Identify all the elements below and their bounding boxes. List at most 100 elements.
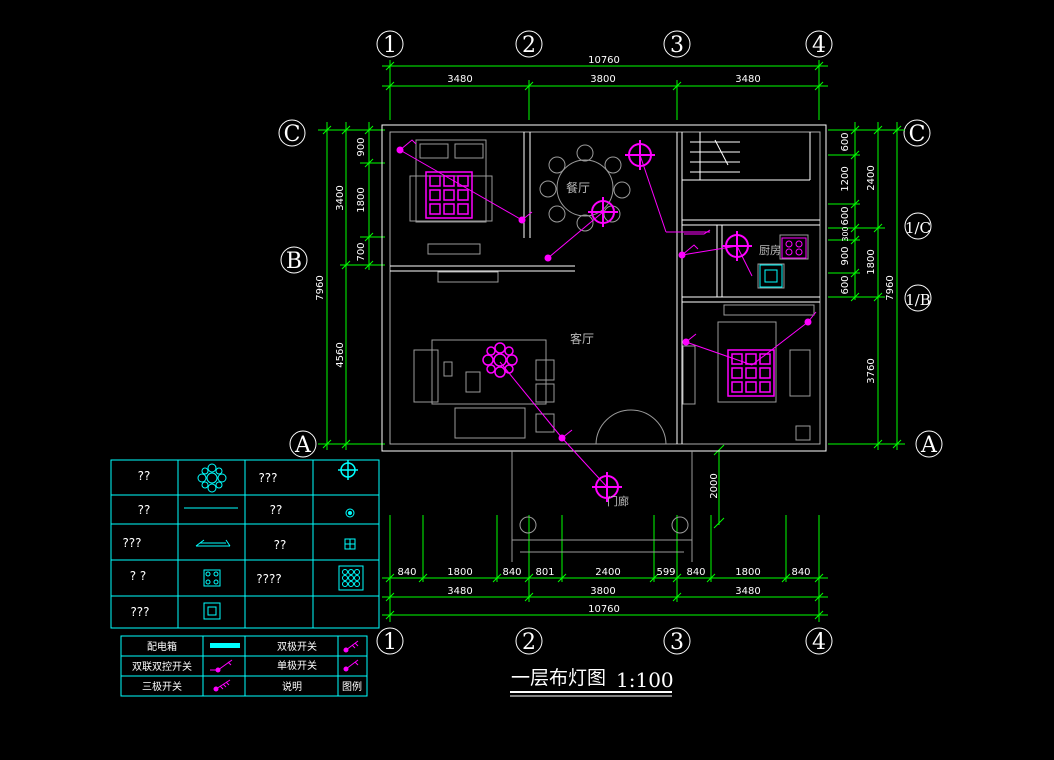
light-fixtures [425, 140, 807, 502]
ceiling-light-icon [722, 231, 752, 261]
dim-right-inner-4: 300 [841, 226, 850, 241]
legend-four-light-icon [203, 569, 221, 587]
legend-cell-r2c1: ?? [138, 503, 151, 517]
dim-bottom-7: 840 [686, 567, 705, 578]
dimensions-left [318, 122, 385, 450]
legend-ceiling-light-icon [338, 460, 358, 480]
square-light-icon [759, 264, 783, 288]
dim-left-total: 7960 [315, 275, 326, 300]
legend-cell-r5c1: ??? [130, 605, 149, 619]
dim-right-inner-2: 1200 [840, 166, 851, 191]
legend-table-2 [120, 635, 368, 697]
legend-cell-r4c3: ???? [256, 572, 281, 586]
dim-bottom-span-3: 3480 [735, 586, 760, 597]
axis-bottom-3: 3 [670, 630, 684, 655]
legend-cell-r1c3: ??? [258, 471, 277, 485]
dim-bottom-span-1: 3480 [447, 586, 472, 597]
dim-bottom-2: 1800 [447, 567, 472, 578]
axis-top-3: 3 [670, 33, 684, 58]
dim-bottom-9: 840 [791, 567, 810, 578]
dim-top-span-2: 3800 [590, 74, 615, 85]
dim-bottom-1: 840 [397, 567, 416, 578]
axis-top-1: 1 [383, 33, 397, 58]
dim-right-mid-3: 3760 [866, 358, 877, 383]
legend-small-light-icon [345, 508, 355, 518]
grid-light-icon [727, 349, 775, 397]
lighting-wiring [396, 146, 812, 488]
axis-left-C: C [284, 122, 301, 147]
legend2-icons [210, 640, 359, 692]
legend-cell-r3c3: ?? [274, 538, 287, 552]
axis-top-4: 4 [812, 33, 826, 58]
axis-left-A: A [294, 433, 312, 458]
legend2-distribution-box: 配电箱 [147, 640, 177, 653]
grid-light-icon [425, 171, 473, 219]
axis-top-2: 2 [522, 33, 536, 58]
dim-bottom-total: 10760 [588, 604, 620, 615]
dim-bottom-4: 801 [535, 567, 554, 578]
axis-right-A: A [920, 433, 938, 458]
legend-cell-r4c1: ? ? [130, 569, 147, 583]
dimensions-right [828, 122, 905, 450]
axis-bottom-2: 2 [522, 630, 536, 655]
legend-square-light-icon [203, 602, 221, 620]
ceiling-light-icon [588, 197, 618, 227]
dim-left-inner-2: 1800 [356, 187, 367, 212]
dim-porch: 2000 [709, 473, 720, 498]
axis-right-1C: 1/C [905, 219, 931, 237]
dim-top-span-1: 3480 [447, 74, 472, 85]
dim-right-inner-6: 600 [840, 275, 851, 294]
walls [381, 124, 827, 452]
kitchen-light-icon [781, 237, 807, 259]
dim-right-mid-1: 2400 [866, 165, 877, 190]
legend-grid-light-icon [338, 565, 364, 591]
dim-bottom-span-2: 3800 [590, 586, 615, 597]
axis-bottom-1: 1 [383, 630, 397, 655]
axis-labels-right: C 1/C 1/B A [903, 119, 943, 458]
dim-bottom-6: 599 [656, 567, 675, 578]
switches [399, 139, 817, 439]
dim-top-total: 10760 [588, 55, 620, 66]
axis-labels-bottom: 1 2 3 4 [376, 627, 833, 655]
legend2-legend: 图例 [342, 680, 362, 693]
legend-fluorescent-icon [195, 539, 231, 547]
dim-right-inner-3: 600 [840, 206, 851, 225]
dim-right-total: 7960 [885, 275, 896, 300]
axis-left-B: B [286, 249, 302, 274]
dimensions-top [382, 60, 828, 120]
legend2-double-switch: 双极开关 [277, 640, 317, 653]
ceiling-light-icon [625, 140, 655, 170]
room-label-porch: 门廊 [607, 494, 629, 508]
chandelier-icon [482, 342, 518, 378]
dim-bottom-5: 2400 [595, 567, 620, 578]
double-switch-icon [343, 640, 359, 653]
axis-right-1B: 1/B [905, 291, 931, 309]
legend-cell-r1c1: ?? [138, 469, 151, 483]
legend2-dual-control-switch: 双联双控开关 [132, 660, 192, 673]
dim-bottom-3: 840 [502, 567, 521, 578]
legend-cell-r3c1: ??? [122, 536, 141, 550]
dim-right-mid-2: 1800 [866, 249, 877, 274]
legend-texts: ?? ??? ?? ?? ??? ?? ? ? ???? ??? [122, 469, 286, 619]
legend2-description: 说明 [282, 680, 302, 693]
dimensions-bottom [382, 444, 828, 622]
drawing-scale: 1:100 [616, 668, 674, 692]
legend-table [110, 459, 380, 629]
single-switch-icon [343, 659, 359, 672]
axis-bottom-4: 4 [812, 630, 826, 655]
dim-left-inner-3: 700 [356, 242, 367, 261]
legend2-single-switch: 单极开关 [277, 659, 317, 672]
dim-left-mid-1: 3400 [335, 185, 346, 210]
axis-labels-left: C B A [278, 119, 317, 458]
distribution-box-icon [210, 643, 240, 648]
dim-left-mid-2: 4560 [335, 342, 346, 367]
legend-square-grid-icon [344, 538, 356, 550]
dim-right-inner-1: 600 [840, 132, 851, 151]
room-label-dining: 餐厅 [566, 180, 590, 195]
room-label-living: 客厅 [570, 331, 594, 346]
ceiling-light-icon [592, 472, 622, 502]
legend-chandelier-icon [197, 463, 227, 493]
dim-right-inner-5: 900 [840, 246, 851, 265]
axis-right-C: C [909, 122, 926, 147]
